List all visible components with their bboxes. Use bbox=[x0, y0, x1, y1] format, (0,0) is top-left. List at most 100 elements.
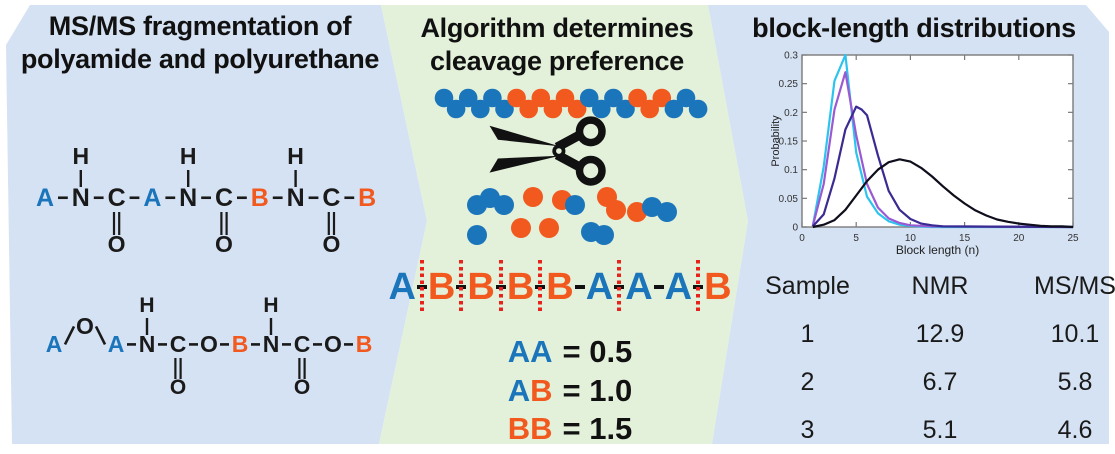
preference-row: BB= 1.5 bbox=[430, 411, 710, 447]
bond bbox=[63, 325, 76, 345]
table-cell: 6.7 bbox=[922, 367, 958, 396]
series-distribution-indigo bbox=[811, 105, 1074, 229]
y-tick-label: 0.1 bbox=[784, 165, 798, 176]
x-tick-label: 10 bbox=[905, 233, 917, 244]
atom-C: C bbox=[294, 331, 311, 357]
chain-bead bbox=[604, 88, 623, 108]
table-header: NMR bbox=[911, 271, 969, 300]
table-header: MS/MS bbox=[1034, 271, 1115, 300]
chain-bead bbox=[567, 99, 587, 119]
fragment-bead bbox=[539, 218, 559, 238]
y-tick-label: 0.3 bbox=[784, 51, 798, 62]
table-cell: 5.1 bbox=[922, 415, 958, 444]
sequence-letter-B: B bbox=[506, 266, 535, 308]
atom-H: H bbox=[263, 294, 278, 317]
fragment-bead bbox=[494, 195, 514, 215]
atom-N: N bbox=[287, 184, 305, 212]
table-cell: 10.1 bbox=[1050, 319, 1100, 348]
polymer-chain-beads bbox=[432, 82, 718, 130]
cut-dotted-line bbox=[419, 260, 424, 314]
chain-bead bbox=[555, 88, 575, 108]
atom-A: A bbox=[36, 184, 54, 212]
table-cell: 4.6 bbox=[1057, 415, 1093, 444]
y-axis-label: Probability bbox=[770, 115, 782, 167]
chain-bead bbox=[471, 99, 490, 119]
preference-row: AA = 0.5 bbox=[430, 334, 710, 370]
left-title-line2: polyamide and polyurethane bbox=[20, 43, 380, 74]
y-tick-label: 0.2 bbox=[784, 108, 798, 119]
sequence-letter-A: A bbox=[388, 266, 416, 308]
cleavage-site bbox=[455, 259, 467, 315]
chain-bead bbox=[434, 88, 454, 108]
cut-dotted-line bbox=[617, 260, 622, 314]
x-axis-label: Block length (n) bbox=[896, 243, 979, 257]
table-cell: 2 bbox=[800, 367, 815, 396]
chain-bead bbox=[652, 88, 672, 108]
chain-bead bbox=[664, 99, 684, 119]
preference-pair: AA bbox=[508, 334, 553, 370]
chain-bead bbox=[531, 88, 551, 108]
chain-bead bbox=[458, 88, 478, 108]
bond bbox=[94, 325, 107, 345]
table-cell: 3 bbox=[800, 415, 815, 444]
chain-bead bbox=[519, 99, 538, 119]
middle-title-line2: cleavage preference bbox=[430, 45, 684, 76]
chain-bead bbox=[628, 88, 647, 108]
y-tick-label: 0.05 bbox=[779, 194, 799, 205]
scissors-icon bbox=[482, 112, 632, 190]
pair-letter-B: B bbox=[530, 411, 553, 447]
preference-pair: AB bbox=[508, 373, 553, 409]
atom-N: N bbox=[179, 184, 197, 212]
x-tick-label: 25 bbox=[1067, 233, 1079, 244]
atom-B: B bbox=[251, 184, 269, 212]
fragment-bead bbox=[467, 225, 487, 245]
series-broad-distribution-black bbox=[812, 158, 1074, 229]
atom-C: C bbox=[215, 184, 233, 212]
atom-C: C bbox=[108, 184, 126, 212]
sequence-letter-A: A bbox=[585, 266, 614, 308]
chain-bead bbox=[495, 99, 514, 119]
atom-O: O bbox=[170, 376, 186, 396]
pair-letter-A: A bbox=[530, 334, 553, 369]
cut-dotted-line bbox=[459, 260, 464, 314]
fragment-bead bbox=[511, 218, 531, 238]
x-tick-label: 15 bbox=[959, 233, 971, 244]
cleavage-site bbox=[692, 259, 704, 315]
atom-O: O bbox=[108, 231, 126, 257]
preference-value: = 0.5 bbox=[562, 334, 633, 369]
cleaved-fragments bbox=[452, 182, 694, 254]
bond-dash bbox=[653, 285, 664, 289]
bond-dash bbox=[574, 285, 585, 289]
cut-dotted-line bbox=[696, 260, 701, 314]
atom-O: O bbox=[200, 331, 218, 357]
pair-letter-A: A bbox=[507, 372, 531, 408]
atom-O: O bbox=[324, 331, 342, 357]
chain-bead bbox=[483, 88, 502, 108]
chain-bead bbox=[446, 99, 466, 119]
atom-O: O bbox=[322, 231, 340, 257]
left-title-line1: MS/MS fragmentation of bbox=[48, 11, 352, 41]
chain-bead bbox=[640, 99, 659, 119]
cut-dotted-line bbox=[498, 260, 503, 314]
atom-H: H bbox=[180, 143, 197, 169]
fragments-svg bbox=[467, 187, 677, 245]
sequence-letter-B: B bbox=[546, 266, 574, 308]
y-tick-label: 0.25 bbox=[779, 79, 799, 90]
middle-title-line1: Algorithm determines bbox=[420, 13, 694, 43]
cleavage-site bbox=[416, 259, 428, 315]
atom-O: O bbox=[215, 231, 233, 257]
fragment-bead bbox=[606, 200, 626, 220]
preference-pair: BB bbox=[508, 411, 553, 447]
atom-N: N bbox=[263, 331, 280, 357]
bond-junction bbox=[574, 259, 586, 315]
atom-A: A bbox=[108, 331, 125, 357]
